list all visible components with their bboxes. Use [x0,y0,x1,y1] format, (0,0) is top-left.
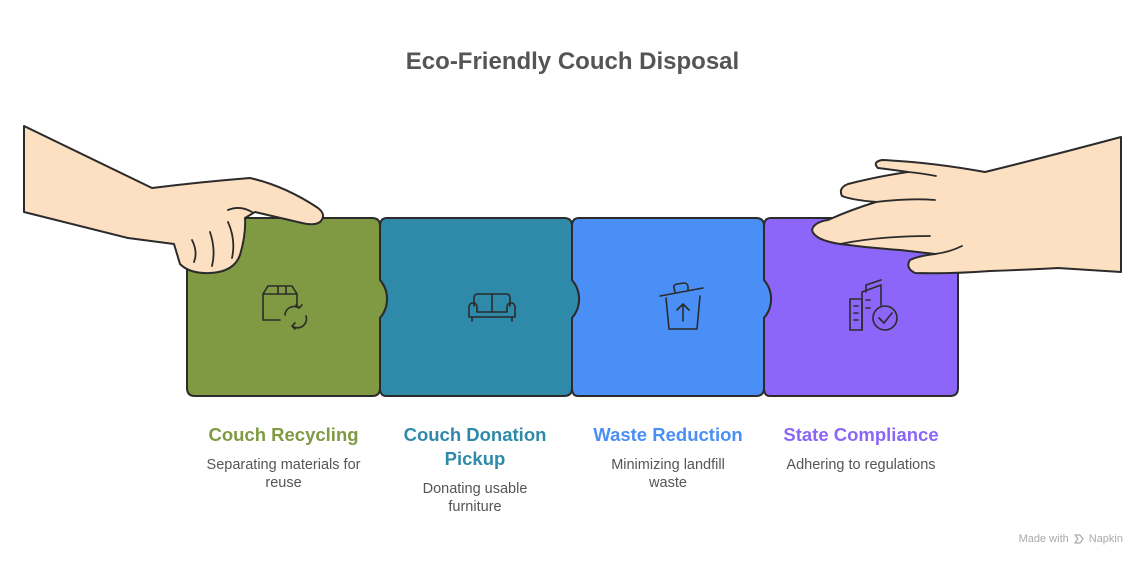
right-hand-finger-lines [839,171,963,255]
step-description: Minimizing landfill waste [611,457,725,491]
building-check-icon [849,279,898,331]
step-label-1: Couch Recycling Separating materials for… [187,423,380,492]
made-with-napkin-footer: Made with Napkin [1019,533,1123,545]
puzzle-piece-2 [379,217,581,397]
napkin-brand-text: Napkin [1088,533,1123,545]
couch-icon [468,293,516,322]
step-title: Waste Reduction [593,424,743,445]
step-label-3: Waste Reduction Minimizing landfill wast… [577,423,759,492]
napkin-logo-icon [1074,534,1084,544]
step-label-2: Couch Donation Pickup Donating usable fu… [385,423,565,516]
step-title: Couch Donation Pickup [403,424,547,469]
left-hand-finger-lines [191,207,253,267]
made-with-text: Made with [1018,533,1069,545]
right-hand [811,136,1122,275]
step-label-4: State Compliance Adhering to regulations [764,423,958,474]
step-title: State Compliance [783,424,939,445]
step-description: Adhering to regulations [786,457,936,473]
box-recycle-icon [262,285,308,330]
trash-arrow-icon [659,282,704,330]
step-description: Separating materials for reuse [206,457,361,491]
left-hand [23,125,324,275]
step-description: Donating usable furniture [422,481,528,515]
page-title: Eco-Friendly Couch Disposal [405,48,740,75]
step-title: Couch Recycling [208,424,359,445]
puzzle-piece-3 [571,217,773,397]
